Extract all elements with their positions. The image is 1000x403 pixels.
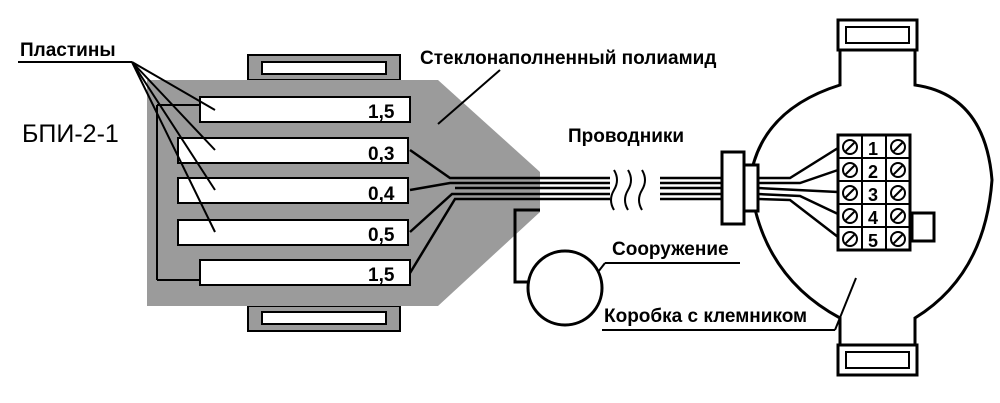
cable-gland [720, 150, 760, 226]
polyamide-label: Стеклонаполненный полиамид [420, 48, 716, 69]
polyamide-leader [437, 69, 501, 125]
terminal-number-3: 3 [868, 185, 878, 205]
plate-1 [199, 96, 411, 123]
plate-label-1: 1,5 [368, 102, 395, 123]
plate-label-4: 0,5 [368, 225, 395, 246]
structure-wire [513, 208, 540, 284]
terminal-number-1: 1 [868, 139, 878, 159]
plates: 1,5 0,3 0,4 0,5 1,5 [156, 96, 411, 286]
cable-break-marks [610, 169, 646, 211]
terminal-number-4: 4 [868, 208, 878, 228]
conductors-label: Проводники [568, 126, 684, 147]
structure-label: Сооружение [612, 239, 729, 260]
terminal-number-5: 5 [868, 231, 878, 251]
box-wires [757, 146, 839, 238]
plate-label-3: 0,4 [368, 184, 395, 205]
plate-label-5: 1,5 [368, 265, 395, 286]
plate-3 [177, 177, 409, 204]
box-label: Коробка с клемником [604, 306, 807, 327]
structure-circle [526, 249, 604, 327]
device-label: БПИ-2-1 [22, 120, 119, 148]
conductors [408, 148, 722, 274]
terminal-block: 1 2 3 4 5 [836, 133, 912, 252]
screw-icon [842, 139, 906, 247]
plates-leaders [131, 61, 216, 233]
plate-4 [177, 219, 409, 246]
plate-2 [177, 137, 409, 164]
plates-label: Пластины [20, 40, 116, 61]
terminal-number-2: 2 [868, 162, 878, 182]
plate-label-2: 0,3 [368, 144, 394, 165]
